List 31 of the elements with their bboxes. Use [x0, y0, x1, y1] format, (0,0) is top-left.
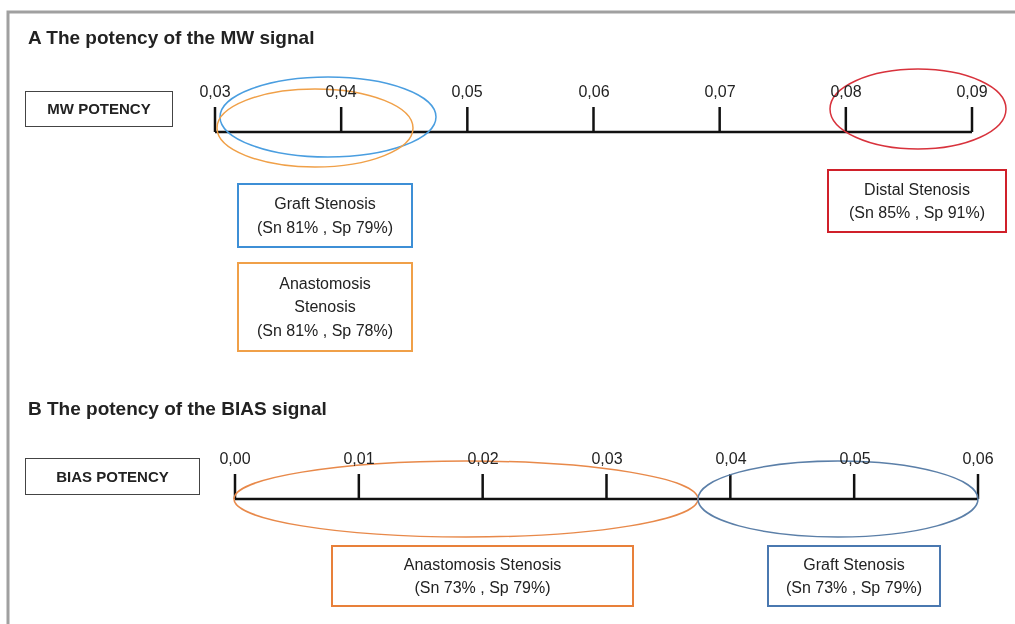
- tick-label: 0,06: [578, 83, 610, 101]
- box-text: BIAS POTENCY: [55, 466, 170, 487]
- box-text: (Sn 73% , Sp 79%): [784, 578, 924, 598]
- box-text: Distal Stenosis: [863, 179, 971, 200]
- box-text: (Sn 85% , Sp 91%): [847, 203, 987, 223]
- category-box: [767, 545, 941, 607]
- tick-label: 0,01: [343, 450, 375, 468]
- tick-label: 0,05: [451, 83, 483, 101]
- box-text: Graft Stenosis: [802, 554, 906, 575]
- tick-label: 0,06: [962, 450, 994, 468]
- tick-label: 0,00: [219, 450, 251, 468]
- box-text: (Sn 81% , Sp 79%): [255, 217, 395, 238]
- box-text: MW POTENCY: [46, 99, 152, 120]
- box-text: (Sn 81% , Sp 78%): [255, 320, 395, 341]
- category-box: [237, 262, 413, 352]
- tick-label: 0,03: [199, 83, 231, 101]
- box-text: Anastomosis Stenosis: [278, 274, 372, 318]
- axis-name-box: [25, 458, 200, 495]
- box-text: (Sn 73% , Sp 79%): [413, 578, 552, 598]
- category-box: [331, 545, 634, 607]
- panel-title: A The potency of the MW signal: [28, 27, 315, 49]
- category-box: [237, 183, 413, 248]
- panel-title: B The potency of the BIAS signal: [28, 398, 327, 420]
- tick-label: 0,04: [715, 450, 747, 468]
- category-box: [827, 169, 1007, 233]
- box-text: Graft Stenosis: [273, 194, 377, 215]
- box-text: Anastomosis Stenosis: [402, 554, 563, 575]
- axis-name-box: [25, 91, 173, 127]
- tick-label: 0,07: [704, 83, 736, 101]
- tick-label: 0,09: [956, 83, 988, 101]
- tick-label: 0,03: [591, 450, 623, 468]
